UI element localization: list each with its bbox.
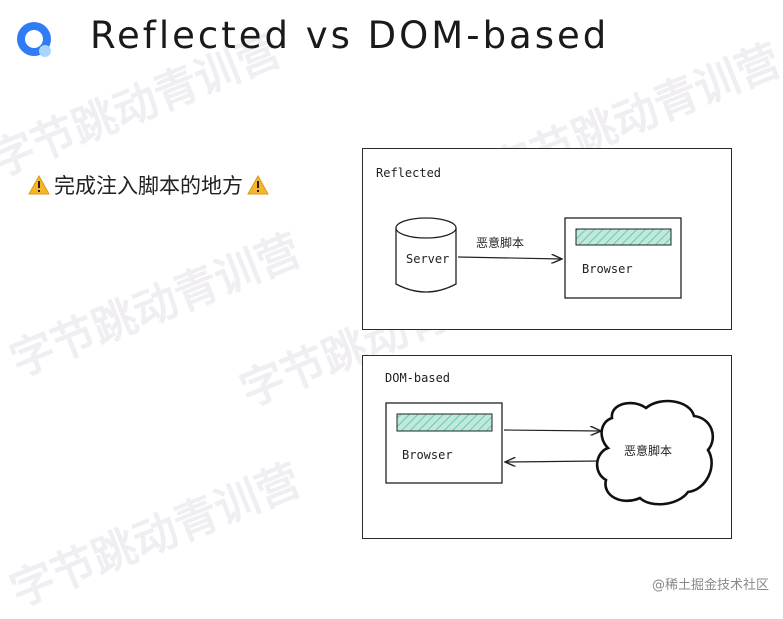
server-cylinder <box>395 217 457 293</box>
logo-icon <box>17 22 51 57</box>
warning-icon <box>247 175 269 195</box>
reflected-address-bar <box>575 228 672 246</box>
server-label: Server <box>406 252 450 266</box>
bullet-item: 完成注入脚本的地方 <box>28 170 269 200</box>
dom-arrow-in <box>505 461 601 462</box>
reflected-arrow-label: 恶意脚本 <box>476 236 525 250</box>
dom-arrow-out <box>503 430 601 431</box>
dom-browser-label: Browser <box>402 448 453 462</box>
dom-address-bar <box>396 413 493 432</box>
footer-watermark: @稀土掘金技术社区 <box>651 578 769 593</box>
page-title: Reflected vs DOM-based <box>90 14 610 57</box>
warning-icon <box>28 175 50 195</box>
reflected-arrow <box>457 257 562 259</box>
malicious-script-cloud <box>595 399 715 506</box>
cloud-label: 恶意脚本 <box>624 444 673 458</box>
dom-based-label: DOM-based <box>385 371 451 385</box>
diagram-shapes <box>385 217 715 506</box>
reflected-browser-label: Browser <box>582 262 633 276</box>
bullet-text: 完成注入脚本的地方 <box>54 174 243 198</box>
reflected-label: Reflected <box>376 166 442 180</box>
